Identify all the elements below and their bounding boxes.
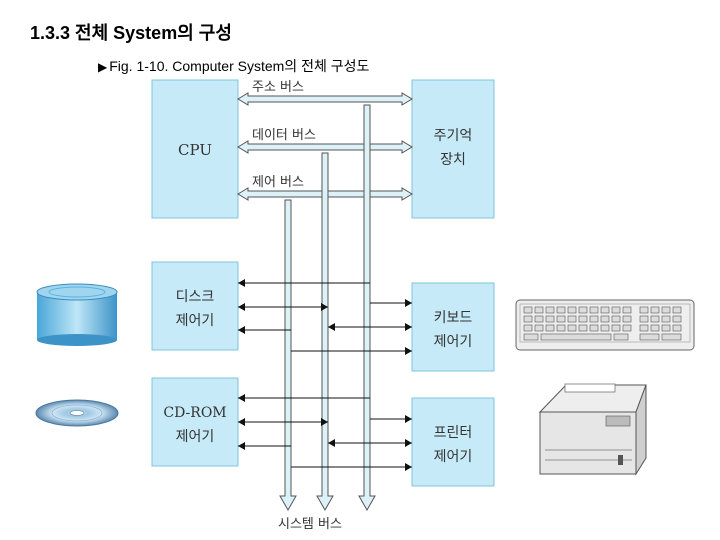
keyboard-icon xyxy=(515,299,695,351)
cpu-block xyxy=(151,79,239,219)
section-heading: 1.3.3 전체 System의 구성 xyxy=(30,23,232,43)
address-bus-label: 주소 버스 xyxy=(252,80,304,95)
printer-controller-label-line1: 프린터 xyxy=(434,425,473,441)
controller-wires xyxy=(238,279,412,471)
system-bus xyxy=(279,104,376,512)
memory-label-line1: 주기억 xyxy=(434,128,473,144)
optical-disc-icon xyxy=(35,399,119,427)
system-bus-label: 시스템 버스 xyxy=(278,517,342,532)
disk-controller-block xyxy=(151,261,239,351)
figure-caption: ▶Fig. 1-10. Computer System의 전체 구성도 xyxy=(98,56,369,76)
cpu-label: CPU xyxy=(178,141,212,159)
printer-icon xyxy=(538,383,647,476)
caption-marker: ▶ xyxy=(98,60,108,74)
printer-controller-label-line2: 제어기 xyxy=(434,449,473,465)
memory-label-line2: 장치 xyxy=(440,152,466,168)
disk-controller-label-line2: 제어기 xyxy=(176,313,215,329)
disk-controller-label-line1: 디스크 xyxy=(176,289,215,305)
printer-controller-block xyxy=(411,397,495,487)
disk-drive-icon xyxy=(36,283,118,346)
cdrom-controller-block xyxy=(151,377,239,467)
keyboard-controller-block xyxy=(411,282,495,372)
control-bus-label: 제어 버스 xyxy=(252,175,304,190)
cdrom-controller-label-line2: 제어기 xyxy=(176,429,215,445)
data-bus-label: 데이터 버스 xyxy=(252,128,316,143)
keyboard-controller-label-line2: 제어기 xyxy=(434,334,473,350)
caption-text: Fig. 1-10. Computer System의 전체 구성도 xyxy=(109,58,370,74)
keyboard-controller-label-line1: 키보드 xyxy=(434,310,473,326)
cdrom-controller-label-line1: CD-ROM xyxy=(163,405,226,421)
memory-block xyxy=(411,79,495,219)
address-bus xyxy=(237,92,413,106)
